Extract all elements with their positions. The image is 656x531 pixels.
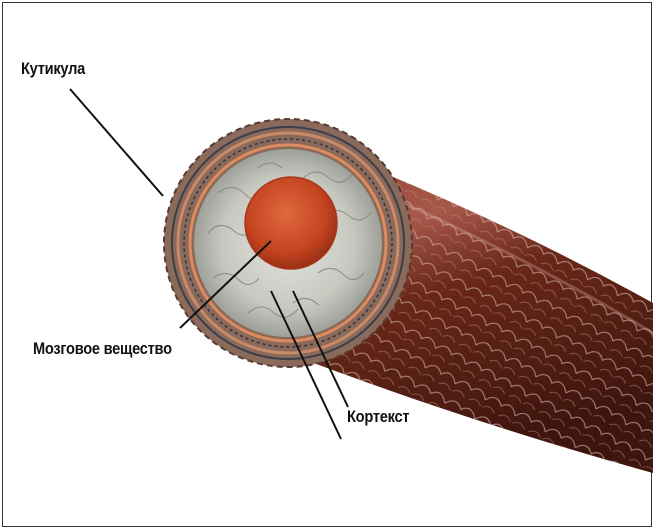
cuticle-label: Кутикула	[21, 59, 85, 79]
hair-cross-section	[164, 119, 412, 367]
diagram-frame: Кутикула Мозговое вещество Кортекст	[2, 2, 652, 527]
medulla-label: Мозговое вещество	[33, 339, 172, 359]
cuticle-leader-line	[70, 89, 163, 196]
hair-cross-section-illustration	[3, 3, 653, 528]
cortex-label: Кортекст	[347, 407, 409, 427]
